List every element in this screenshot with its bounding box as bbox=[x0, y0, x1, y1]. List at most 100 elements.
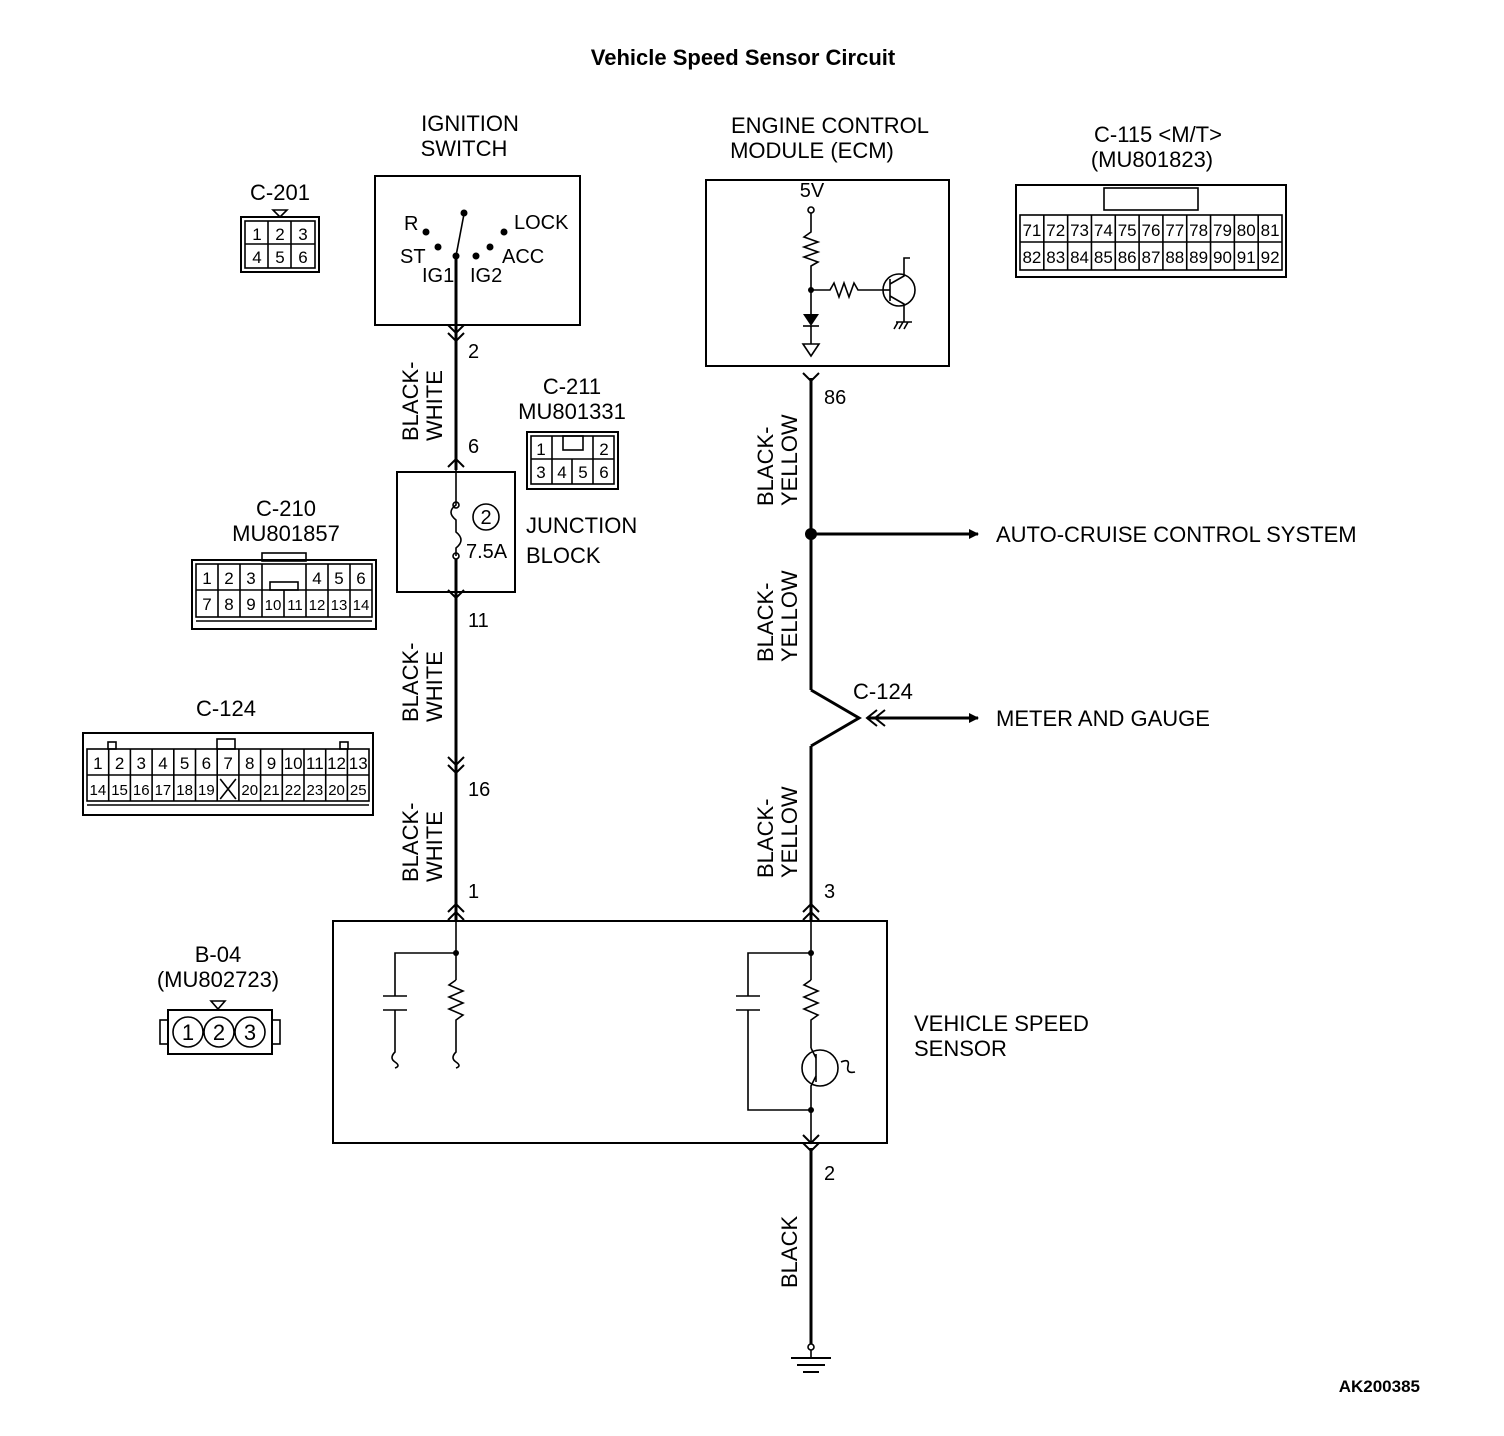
c210-cell: 2 bbox=[224, 569, 233, 588]
wire-color-by-b1: BLACK- bbox=[753, 583, 778, 662]
fuse-rating: 7.5A bbox=[466, 541, 508, 563]
ground-wire bbox=[791, 1134, 831, 1373]
c210-cell: 5 bbox=[334, 569, 343, 588]
c124-cell: 17 bbox=[155, 782, 172, 799]
ecm-label-1: ENGINE CONTROL bbox=[731, 113, 929, 138]
fuse-number: 2 bbox=[480, 507, 491, 529]
connector-c210: C-210 MU801857 1 2 3 4 5 6 7 8 9 10 11 1 bbox=[191, 496, 377, 630]
c124-cell: 15 bbox=[111, 782, 128, 799]
c115-cell: 74 bbox=[1094, 221, 1113, 240]
c124-cell: 14 bbox=[90, 782, 107, 799]
junction-block-box bbox=[396, 471, 516, 593]
c201-cell: 1 bbox=[252, 225, 261, 244]
c124-cell: 6 bbox=[202, 754, 211, 773]
c210-cell: 8 bbox=[224, 595, 233, 614]
c124-cell: 25 bbox=[350, 782, 367, 799]
c115-cell: 88 bbox=[1165, 248, 1184, 267]
vss-phototransistor bbox=[801, 1049, 839, 1087]
c124-cell: 16 bbox=[133, 782, 150, 799]
figure-code: AK200385 bbox=[1339, 1377, 1420, 1396]
c115-cell: 87 bbox=[1142, 248, 1161, 267]
diagram-title: Vehicle Speed Sensor Circuit bbox=[591, 45, 896, 70]
c210-cell: 12 bbox=[309, 597, 326, 614]
c210-cell: 14 bbox=[353, 597, 370, 614]
ecm-label-2: MODULE (ECM) bbox=[730, 138, 894, 163]
c211-cell: 5 bbox=[578, 463, 587, 482]
c201-cell: 4 bbox=[252, 248, 261, 267]
c210-cell: 4 bbox=[312, 569, 321, 588]
dest-auto-cruise: AUTO-CRUISE CONTROL SYSTEM bbox=[996, 522, 1357, 547]
c201-cell: 5 bbox=[275, 248, 284, 267]
pin-vss-3: 3 bbox=[824, 881, 835, 903]
c124-cell: 3 bbox=[137, 754, 146, 773]
ignition-switch: IGNITION SWITCH R LOCK ST ACC IG1 IG2 bbox=[374, 111, 581, 326]
connector-c201-name: C-201 bbox=[250, 180, 310, 205]
connector-b04-name: B-04 bbox=[195, 942, 241, 967]
ign-pos-ig2: IG2 bbox=[470, 265, 502, 287]
dest-meter-gauge: METER AND GAUGE bbox=[996, 706, 1210, 731]
vss-box bbox=[332, 920, 888, 1144]
ignition-switch-label-2: SWITCH bbox=[421, 136, 508, 161]
junction-connector-label: C-124 bbox=[853, 679, 913, 704]
vehicle-speed-sensor: VEHICLE SPEED SENSOR bbox=[332, 920, 1089, 1144]
c115-cell: 83 bbox=[1046, 248, 1065, 267]
c210-cell: 9 bbox=[246, 595, 255, 614]
wire-color-by-a1: BLACK- bbox=[753, 427, 778, 506]
ecm-pullup-resistor bbox=[801, 213, 821, 314]
c124-cell: 22 bbox=[285, 782, 302, 799]
c115-cell: 90 bbox=[1213, 248, 1232, 267]
pin-vss-2: 2 bbox=[824, 1163, 835, 1185]
c201-cell: 2 bbox=[275, 225, 284, 244]
c115-cell: 91 bbox=[1237, 248, 1256, 267]
wire-color-bw-c2: WHITE bbox=[422, 811, 447, 882]
c115-cell: 89 bbox=[1189, 248, 1208, 267]
connector-c211: C-211 MU801331 1 2 3 4 5 6 bbox=[518, 374, 626, 490]
ecm-base-resistor bbox=[811, 280, 884, 300]
ecm-transistor bbox=[882, 273, 916, 307]
c115-cell: 71 bbox=[1022, 221, 1041, 240]
c115-cell: 86 bbox=[1118, 248, 1137, 267]
c124-cell: 18 bbox=[176, 782, 193, 799]
c210-cell: 10 bbox=[265, 597, 282, 614]
c211-cell: 2 bbox=[599, 440, 608, 459]
ign-pos-acc: ACC bbox=[502, 246, 544, 268]
vss-resistor-left bbox=[446, 979, 466, 1069]
c210-cells: 1 2 3 4 5 6 7 8 9 10 11 12 13 14 bbox=[202, 564, 369, 617]
connector-c211-name: C-211 bbox=[543, 374, 601, 399]
signal-wire bbox=[802, 372, 979, 921]
c124-cell: 13 bbox=[349, 754, 368, 773]
pin-jb-11: 11 bbox=[468, 610, 489, 632]
connector-b04: B-04 (MU802723) 1 2 3 bbox=[157, 942, 281, 1055]
c124-cell: 21 bbox=[263, 782, 280, 799]
c124-cell: 1 bbox=[93, 754, 102, 773]
ign-pos-st: ST bbox=[400, 246, 426, 268]
wire-color-black: BLACK bbox=[777, 1216, 802, 1288]
c115-cell: 78 bbox=[1189, 221, 1208, 240]
c124-empty-cell bbox=[219, 778, 237, 800]
pin-vss-1: 1 bbox=[468, 881, 479, 903]
b04-cell: 3 bbox=[244, 1020, 256, 1045]
connector-c124-name: C-124 bbox=[196, 696, 256, 721]
c124-cell: 7 bbox=[223, 754, 232, 773]
c124-cell: 23 bbox=[307, 782, 324, 799]
c210-cell: 7 bbox=[202, 595, 211, 614]
connector-c210-part: MU801857 bbox=[232, 521, 340, 546]
pin-jb-6: 6 bbox=[468, 436, 479, 458]
connector-c115-name: C-115 <M/T> bbox=[1094, 122, 1222, 147]
pin-c124-16: 16 bbox=[468, 779, 490, 801]
connector-c115-part: (MU801823) bbox=[1091, 147, 1213, 172]
c124-cell: 8 bbox=[245, 754, 254, 773]
vss-resistor-right bbox=[801, 979, 821, 1048]
connector-c210-name: C-210 bbox=[256, 496, 316, 521]
b04-cell: 2 bbox=[213, 1020, 225, 1045]
connector-c211-part: MU801331 bbox=[518, 399, 626, 424]
ecm-box bbox=[705, 179, 950, 367]
c124-cell: 4 bbox=[158, 754, 167, 773]
c210-cell: 3 bbox=[246, 569, 255, 588]
c115-cell: 75 bbox=[1118, 221, 1137, 240]
c115-cell: 77 bbox=[1165, 221, 1184, 240]
